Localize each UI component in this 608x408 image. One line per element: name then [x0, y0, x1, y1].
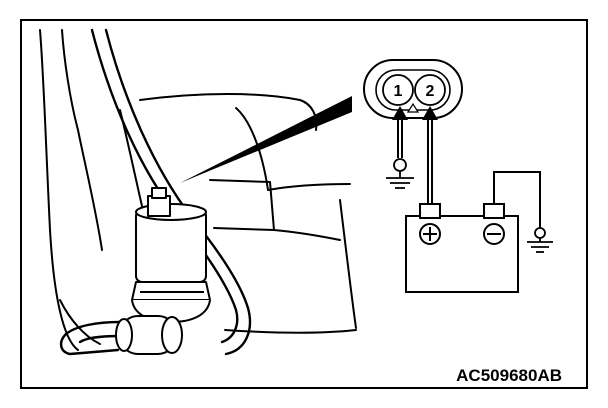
connector-pin-1: 1 [382, 74, 414, 106]
negative-ground-lead [493, 171, 541, 228]
ground-symbol-right [527, 227, 553, 253]
ground-symbol-left [386, 158, 414, 189]
lead-arrow-pin-2 [422, 106, 438, 120]
battery [405, 203, 519, 293]
connector-pin-2: 2 [414, 74, 446, 106]
test-lead-pin-1 [397, 118, 403, 158]
connector-pin-1-label: 1 [394, 83, 403, 100]
callout-pointer [180, 96, 352, 183]
connector-pin-2-label: 2 [426, 83, 435, 100]
figure-code: AC509680AB [456, 366, 562, 385]
lead-arrow-pin-1 [392, 106, 408, 120]
battery-negative-terminal [483, 223, 505, 245]
battery-positive-terminal [419, 223, 441, 245]
test-lead-pin-2 [427, 118, 433, 206]
hose-coupling [115, 315, 183, 355]
washer-motor [131, 187, 211, 323]
